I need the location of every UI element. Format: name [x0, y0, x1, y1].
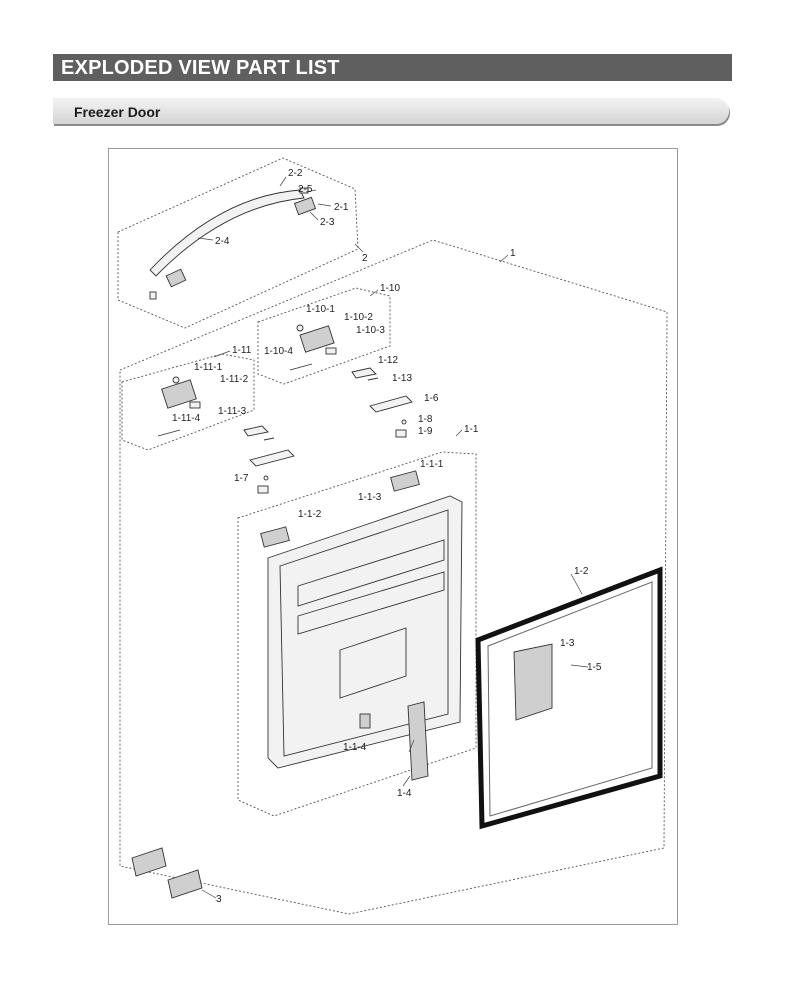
hinge-cover-left-part — [161, 379, 197, 409]
callout-1-10-2: 1-10-2 — [344, 312, 373, 323]
callout-1-3: 1-3 — [560, 638, 575, 649]
group-boundary-2 — [117, 157, 359, 329]
group-boundary-1-10 — [257, 287, 391, 385]
hinge-clip-part — [325, 347, 337, 355]
bracket-left-part — [257, 485, 269, 494]
cover-right-part — [369, 395, 413, 413]
callout-1-8: 1-8 — [418, 414, 433, 425]
callout-1-12: 1-12 — [378, 355, 398, 366]
callout-1-1-3: 1-1-3 — [358, 492, 382, 503]
hinge-cover-part — [299, 325, 335, 353]
door-window-part — [339, 627, 407, 699]
callout-1: 1 — [510, 248, 516, 259]
callout-1-1: 1-1 — [464, 424, 479, 435]
spring-part — [367, 377, 379, 381]
callout-2-4: 2-4 — [215, 236, 230, 247]
callout-2-3: 2-3 — [320, 217, 335, 228]
clip-part — [149, 291, 157, 300]
door-stopper-part — [359, 713, 371, 729]
callout-1-13: 1-13 — [392, 373, 412, 384]
screw-right-part — [401, 419, 407, 425]
callout-1-5: 1-5 — [587, 662, 602, 673]
callout-1-10-3: 1-10-3 — [356, 325, 385, 336]
callout-1-11: 1-11 — [232, 345, 252, 356]
handle-bracket-part — [293, 196, 317, 216]
hinge-rod-left-part — [157, 429, 181, 437]
spring-left-part — [263, 437, 275, 441]
callout-1-4: 1-4 — [397, 788, 412, 799]
page-header-bar: EXPLODED VIEW PART LIST — [53, 54, 732, 81]
gasket-inner-part — [487, 581, 653, 817]
callout-1-7: 1-7 — [234, 473, 249, 484]
small-screw-part — [299, 187, 309, 194]
callout-1-1-2: 1-1-2 — [298, 509, 322, 520]
leader-lines — [197, 176, 589, 899]
hinge-rod-part — [289, 363, 313, 371]
callout-1-9: 1-9 — [418, 426, 433, 437]
callout-2-1: 2-1 — [334, 202, 349, 213]
door-shelf-mid — [297, 571, 445, 635]
door-shelf-top — [297, 539, 445, 607]
callout-1-2: 1-2 — [574, 566, 589, 577]
callout-1-11-1: 1-11-1 — [194, 362, 223, 373]
screw-left-part — [263, 475, 269, 481]
callout-1-10-4: 1-10-4 — [264, 346, 293, 357]
hinge-bracket-upper-part — [131, 847, 167, 877]
callout-1-11-4: 1-11-4 — [172, 413, 201, 424]
callout-2-2: 2-2 — [288, 168, 303, 179]
callout-3: 3 — [216, 894, 222, 905]
callout-1-1-4: 1-1-4 — [343, 742, 367, 753]
plate-lower-part — [407, 701, 429, 781]
handle-cap-part — [165, 268, 187, 288]
callout-1-1-1: 1-1-1 — [420, 459, 444, 470]
door-inner-part — [279, 509, 449, 757]
callout-1-10: 1-10 — [380, 283, 400, 294]
plate-right-part — [513, 643, 553, 721]
hinge-pin-left-part — [172, 376, 180, 384]
gasket-outer-part — [475, 566, 663, 830]
bracket-right-part — [395, 429, 407, 438]
cap-left-part — [260, 526, 290, 548]
callout-2-5: 2-5 — [298, 184, 313, 195]
lever-part — [351, 367, 377, 379]
callout-1-11-2: 1-11-2 — [220, 374, 249, 385]
section-title: Freezer Door — [74, 104, 161, 120]
handle-part — [149, 189, 305, 277]
callout-1-10-1: 1-10-1 — [306, 304, 335, 315]
hinge-pin-part — [296, 324, 304, 332]
callout-1-11-3: 1-11-3 — [218, 406, 247, 417]
callout-1-6: 1-6 — [424, 393, 439, 404]
callout-2: 2 — [362, 253, 368, 264]
page-title: EXPLODED VIEW PART LIST — [61, 57, 340, 79]
hinge-bracket-lower-part — [167, 869, 203, 899]
section-header: Freezer Door — [53, 98, 729, 124]
cover-left-part — [249, 449, 295, 467]
lever-left-part — [243, 425, 269, 437]
diagram-frame — [108, 148, 678, 925]
hinge-clip-left-part — [189, 401, 201, 409]
cap-right-part — [390, 470, 420, 492]
